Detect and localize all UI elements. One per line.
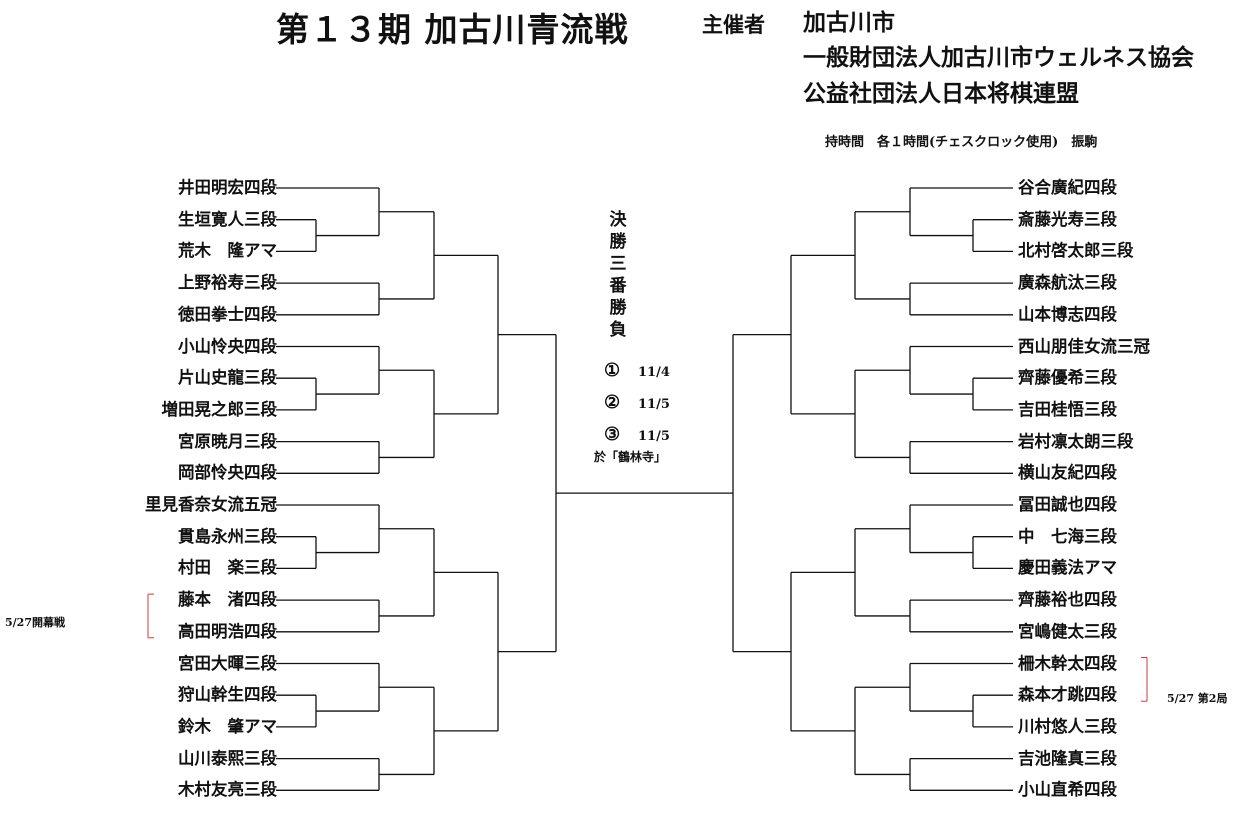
right-player-name: 齊藤優希三段 xyxy=(1018,368,1117,388)
left-player-name: 増田晃之郎三段 xyxy=(161,399,278,419)
left-player-name: 上野裕寿三段 xyxy=(178,273,277,293)
right-player-name: 宮嶋健太三段 xyxy=(1018,621,1117,641)
right-player-name: 川村悠人三段 xyxy=(1018,716,1117,736)
left-player-name: 山川泰熙三段 xyxy=(178,748,277,768)
left-player-name: 村田 楽三段 xyxy=(178,558,277,578)
page-title: 第１３期 加古川青流戦 xyxy=(276,10,629,49)
game-mark: ③ xyxy=(604,424,621,445)
final-label: 決勝三番勝負 xyxy=(609,210,627,340)
game-date: 11/4 xyxy=(638,365,670,380)
organizer-3: 公益社団法人日本将棋連盟 xyxy=(803,80,1079,107)
left-player-name: 貫島永州三段 xyxy=(178,526,277,546)
right-player-name: 森本才跳四段 xyxy=(1018,685,1117,705)
time-rule: 持時間 各１時間(チェスクロック使用) 振駒 xyxy=(825,135,1098,150)
left-player-name: 井田明宏四段 xyxy=(178,178,277,197)
left-player-name: 宮田大暉三段 xyxy=(178,653,277,673)
opening-game-note: 5/27開幕戦 xyxy=(5,616,65,629)
right-player-name: 北村啓太郎三段 xyxy=(1018,241,1134,261)
right-player-name: 冨田誠也四段 xyxy=(1018,495,1117,514)
right-player-name: 吉池隆真三段 xyxy=(1018,748,1117,768)
organizer-label: 主催者 xyxy=(702,12,765,37)
game-mark: ① xyxy=(604,360,621,381)
organizer-2: 一般財団法人加古川市ウェルネス協会 xyxy=(803,44,1194,71)
right-player-name: 横山友紀四段 xyxy=(1018,463,1117,483)
left-player-name: 鈴木 肇アマ xyxy=(178,716,277,736)
left-player-name: 藤本 渚四段 xyxy=(178,590,277,610)
right-player-name: 西山朋佳女流三冠 xyxy=(1018,336,1150,356)
right-player-name: 齊藤裕也四段 xyxy=(1018,590,1117,610)
left-player-name: 生垣寛人三段 xyxy=(178,209,277,229)
right-player-name: 小山直希四段 xyxy=(1018,780,1117,800)
final-game-3: ③ 11/5 xyxy=(604,424,670,445)
left-player-name: 宮原暁月三段 xyxy=(178,431,277,451)
second-game-note: 5/27 第2局 xyxy=(1167,692,1228,705)
left-player-name: 岡部怜央四段 xyxy=(178,463,277,483)
right-player-name: 斎藤光寿三段 xyxy=(1018,209,1117,229)
game-date: 11/5 xyxy=(638,429,670,444)
left-player-name: 荒木 隆アマ xyxy=(178,241,277,261)
final-venue: 於「鶴林寺」 xyxy=(594,450,667,464)
right-player-name: 柵木幹太四段 xyxy=(1018,653,1117,673)
right-player-name: 山本博志四段 xyxy=(1018,304,1117,324)
right-player-name: 谷合廣紀四段 xyxy=(1018,178,1117,197)
right-player-name: 吉田桂悟三段 xyxy=(1018,399,1117,419)
final-game-2: ② 11/5 xyxy=(604,392,670,413)
left-player-name: 木村友亮三段 xyxy=(178,780,277,800)
left-player-name: 小山怜央四段 xyxy=(178,336,277,356)
right-player-name: 中 七海三段 xyxy=(1018,526,1117,546)
right-player-name: 廣森航汰三段 xyxy=(1018,273,1117,293)
left-player-name: 高田明浩四段 xyxy=(178,621,277,641)
organizer-1: 加古川市 xyxy=(803,9,895,36)
game-mark: ② xyxy=(604,392,621,413)
right-player-name: 岩村凛太朗三段 xyxy=(1018,431,1134,451)
final-game-1: ① 11/4 xyxy=(604,360,670,381)
left-player-name: 徳田拳士四段 xyxy=(178,304,277,324)
game-date: 11/5 xyxy=(638,397,670,412)
left-player-name: 狩山幹生四段 xyxy=(178,685,277,705)
left-player-name: 片山史龍三段 xyxy=(178,368,277,388)
right-player-name: 慶田義法アマ xyxy=(1018,558,1117,578)
left-player-name: 里見香奈女流五冠 xyxy=(145,495,277,514)
